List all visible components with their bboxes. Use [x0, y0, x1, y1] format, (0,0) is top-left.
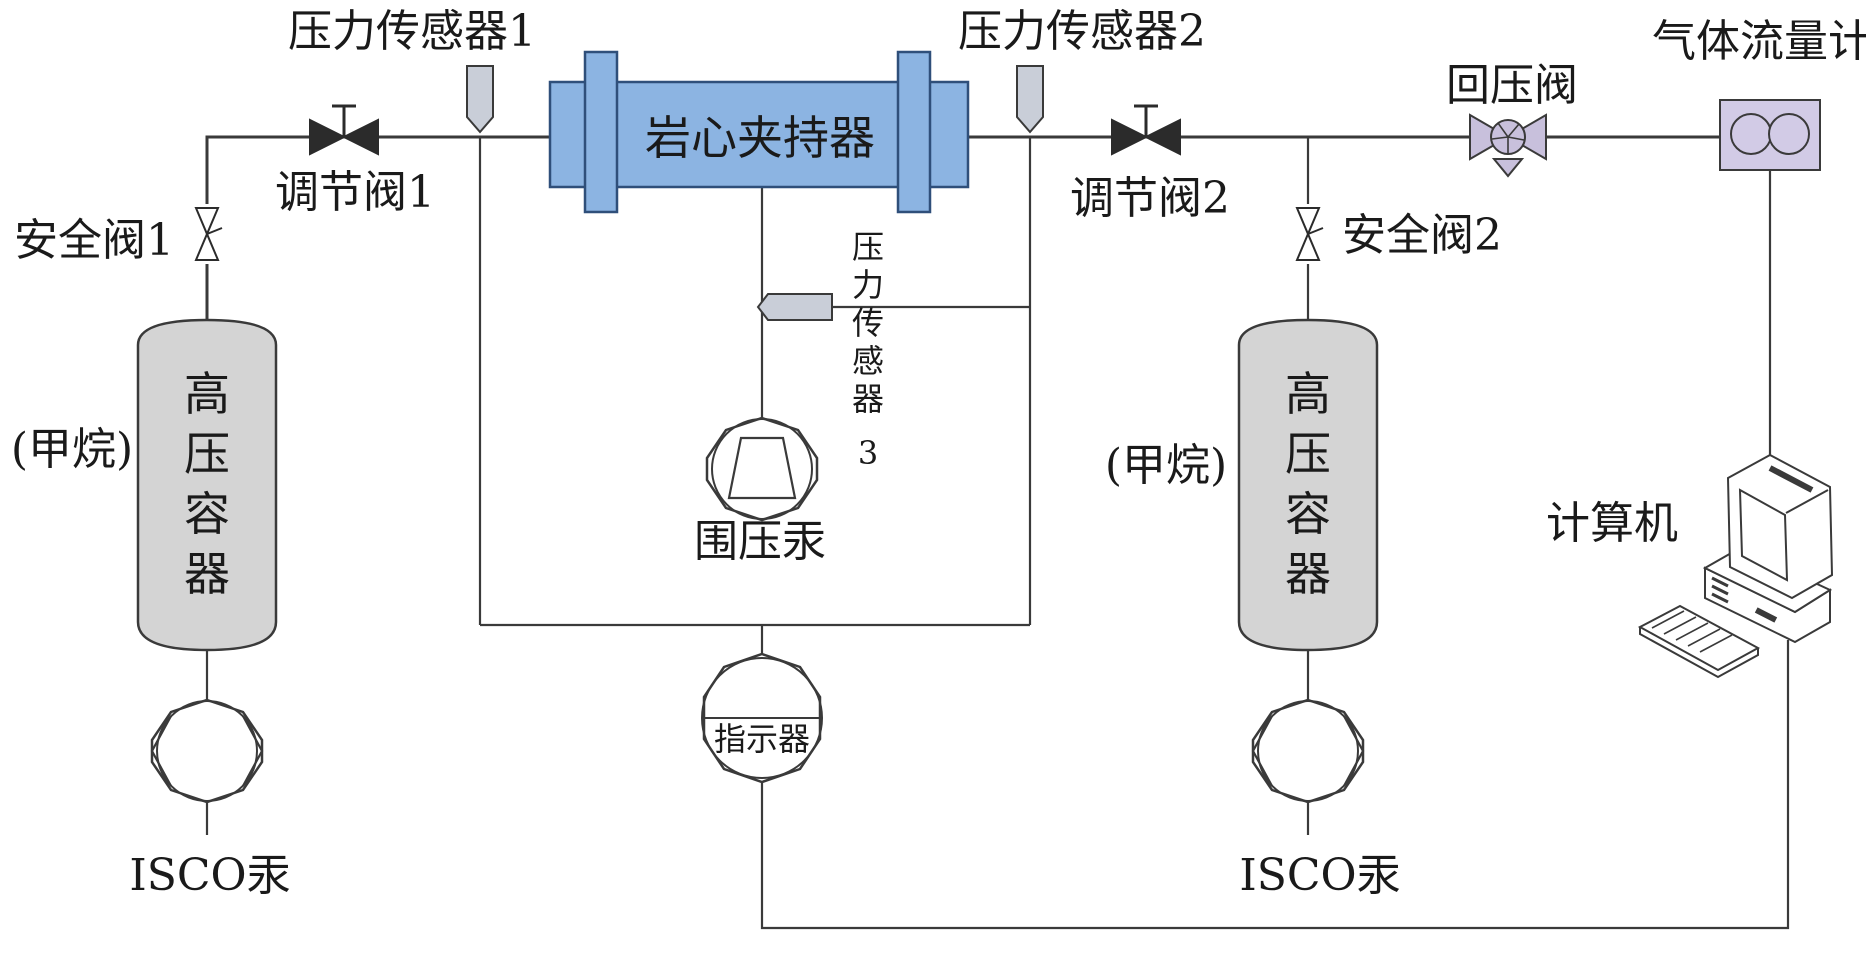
vessel-left-char: 压 [184, 427, 230, 481]
pressure-sensor-3-char: 压 [852, 228, 884, 266]
vessel-left-char: 高 [184, 367, 230, 421]
vessel-right-label: 高 压 容 器 [1285, 367, 1331, 601]
pressure-sensor-3-char: 感 [852, 342, 884, 380]
pressure-sensor-3-icon [756, 293, 833, 321]
pressure-sensor-1-icon [466, 65, 494, 134]
safety-valve-2-icon [1295, 204, 1324, 264]
regulating-valve-1-icon [309, 104, 379, 156]
back-pressure-valve-label: 回压阀 [1446, 60, 1578, 111]
back-pressure-valve-icon [1469, 113, 1547, 178]
vessel-left-char: 容 [184, 487, 230, 541]
confining-pump-label: 围压汞 [694, 516, 826, 567]
vessel-right-char: 高 [1285, 367, 1331, 421]
indicator-label: 指示器 [714, 720, 810, 758]
pipe-network [205, 135, 1790, 930]
vessel-right-char: 压 [1285, 427, 1331, 481]
safety-valve-1-icon [194, 204, 223, 264]
left-inlet-pipe [205, 135, 550, 320]
safety-valve-1-label: 安全阀1 [14, 215, 174, 266]
vessel-left-label: 高 压 容 器 [184, 367, 230, 601]
core-holder-label: 岩心夹持器 [645, 111, 875, 165]
isco-pump-left-label: ISCO汞 [129, 850, 290, 901]
gas-flow-meter-icon [1719, 99, 1821, 171]
isco-pump-right-label: ISCO汞 [1239, 850, 1400, 901]
vessel-left-icon [136, 318, 278, 652]
methane-right-label: (甲烷) [1105, 440, 1227, 491]
confining-pump-icon [705, 416, 819, 522]
regulating-valve-2-label: 调节阀2 [1070, 173, 1230, 224]
regulating-valve-1-label: 调节阀1 [275, 167, 435, 218]
pressure-sensor-3-label: 压 力 传 感 器 3 [852, 228, 884, 472]
methane-left-label: (甲烷) [11, 424, 133, 475]
vessel-left-char: 器 [184, 547, 230, 601]
computer-label: 计算机 [1546, 498, 1678, 549]
pressure-sensor-1-label: 压力传感器1 [288, 6, 536, 57]
isco-pump-left-icon [150, 698, 264, 804]
isco-pump-right-icon [1251, 698, 1365, 804]
pressure-sensor-3-char: 器 [852, 380, 884, 418]
vessel-right-icon [1237, 318, 1379, 652]
safety-valve-2-label: 安全阀2 [1342, 210, 1502, 261]
pressure-sensor-2-label: 压力传感器2 [958, 6, 1206, 57]
pressure-sensor-3-char: 传 [852, 304, 884, 342]
core-holder [548, 50, 970, 214]
computer-icon [1637, 453, 1834, 679]
pressure-sensor-3-char: 3 [858, 434, 878, 472]
vessel-right-char: 容 [1285, 487, 1331, 541]
pressure-sensor-2-icon [1016, 65, 1044, 134]
gas-flow-meter-label: 气体流量计 [1652, 16, 1866, 67]
indicator-computer-line [760, 640, 1790, 930]
vessel-right-char: 器 [1285, 547, 1331, 601]
indicator-icon [701, 652, 823, 784]
regulating-valve-2-icon [1111, 104, 1181, 156]
pressure-sensor-3-char: 力 [852, 266, 884, 304]
